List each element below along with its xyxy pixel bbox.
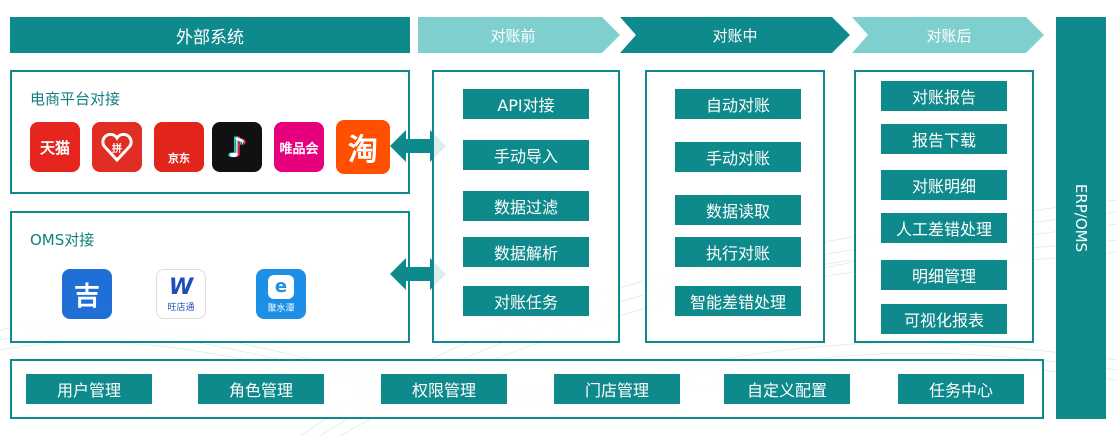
after-item[interactable]: 可视化报表 <box>881 304 1007 334</box>
jd-icon: 京东 <box>154 122 204 172</box>
pinduoduo-heart: 拼 <box>101 132 133 163</box>
bottom-item[interactable]: 用户管理 <box>26 374 152 404</box>
before-item[interactable]: 手动导入 <box>463 140 589 170</box>
during-item[interactable]: 手动对账 <box>675 142 801 172</box>
wandiantong-icon-text: W <box>168 274 194 300</box>
tmall-icon-text: 天猫 <box>39 138 70 157</box>
vipshop-icon-text: 唯品会 <box>279 141 319 157</box>
oms-panel: OMS对接 吉 W 旺店通 e 聚水潭 <box>10 211 410 343</box>
header-after: 对账后 <box>862 17 1036 53</box>
bottom-item[interactable]: 门店管理 <box>554 374 680 404</box>
jushuitan-icon-text: e <box>268 274 294 299</box>
erp-oms-label: ERP/OMS <box>1072 183 1090 253</box>
after-item[interactable]: 人工差错处理 <box>881 213 1007 243</box>
before-item[interactable]: 数据解析 <box>463 237 589 267</box>
taobao-icon: 淘 <box>336 120 390 174</box>
header-external-label: 外部系统 <box>176 27 244 48</box>
bottom-item[interactable]: 角色管理 <box>198 374 324 404</box>
chevron-during <box>620 17 850 53</box>
wandiantong-icon-sub: 旺店通 <box>167 302 195 313</box>
after-item[interactable]: 报告下载 <box>881 124 1007 154</box>
bottom-item[interactable]: 权限管理 <box>381 374 507 404</box>
chevron-before <box>418 17 620 53</box>
before-item[interactable]: API对接 <box>463 89 589 119</box>
before-item[interactable]: 对账任务 <box>463 286 589 316</box>
oms-title: OMS对接 <box>30 231 95 249</box>
header-before-label: 对账前 <box>490 26 536 45</box>
jijian-icon: 吉 <box>62 269 112 319</box>
before-item[interactable]: 数据过滤 <box>463 191 589 221</box>
bottom-item[interactable]: 自定义配置 <box>724 374 850 404</box>
pinduoduo-icon: 拼 <box>92 122 142 172</box>
tiktok-icon-text: ♪ <box>228 130 246 164</box>
chevron-after <box>852 17 1044 53</box>
jijian-icon-text: 吉 <box>73 281 100 312</box>
header-after-label: 对账后 <box>926 26 972 45</box>
after-item[interactable]: 对账明细 <box>881 170 1007 200</box>
ecommerce-panel: 电商平台对接 天猫 拼 京东 ♪ 唯品会 淘 <box>10 70 410 194</box>
tiktok-icon: ♪ <box>212 122 262 172</box>
jushuitan-icon-sub: 聚水潭 <box>267 303 295 314</box>
after-item[interactable]: 对账报告 <box>881 81 1007 111</box>
tmall-icon: 天猫 <box>30 122 80 172</box>
header-before: 对账前 <box>418 17 608 53</box>
taobao-icon-text: 淘 <box>348 133 378 168</box>
during-item[interactable]: 自动对账 <box>675 89 801 119</box>
wandiantong-icon: W 旺店通 <box>156 269 206 319</box>
ecommerce-title: 电商平台对接 <box>30 90 121 108</box>
header-during: 对账中 <box>630 17 840 53</box>
during-item[interactable]: 数据读取 <box>675 195 801 225</box>
vipshop-icon: 唯品会 <box>274 122 324 172</box>
bottom-panel <box>10 359 1044 419</box>
after-panel <box>854 70 1034 343</box>
erp-oms-bar: ERP/OMS <box>1056 17 1106 419</box>
header-during-label: 对账中 <box>712 26 758 45</box>
jushuitan-icon: e 聚水潭 <box>256 269 306 319</box>
bottom-item[interactable]: 任务中心 <box>898 374 1024 404</box>
jd-icon-text: 京东 <box>168 152 190 165</box>
svg-text:拼: 拼 <box>112 142 122 155</box>
after-item[interactable]: 明细管理 <box>881 260 1007 290</box>
header-external-systems: 外部系统 <box>10 17 410 53</box>
during-item[interactable]: 智能差错处理 <box>675 286 801 316</box>
during-item[interactable]: 执行对账 <box>675 237 801 267</box>
